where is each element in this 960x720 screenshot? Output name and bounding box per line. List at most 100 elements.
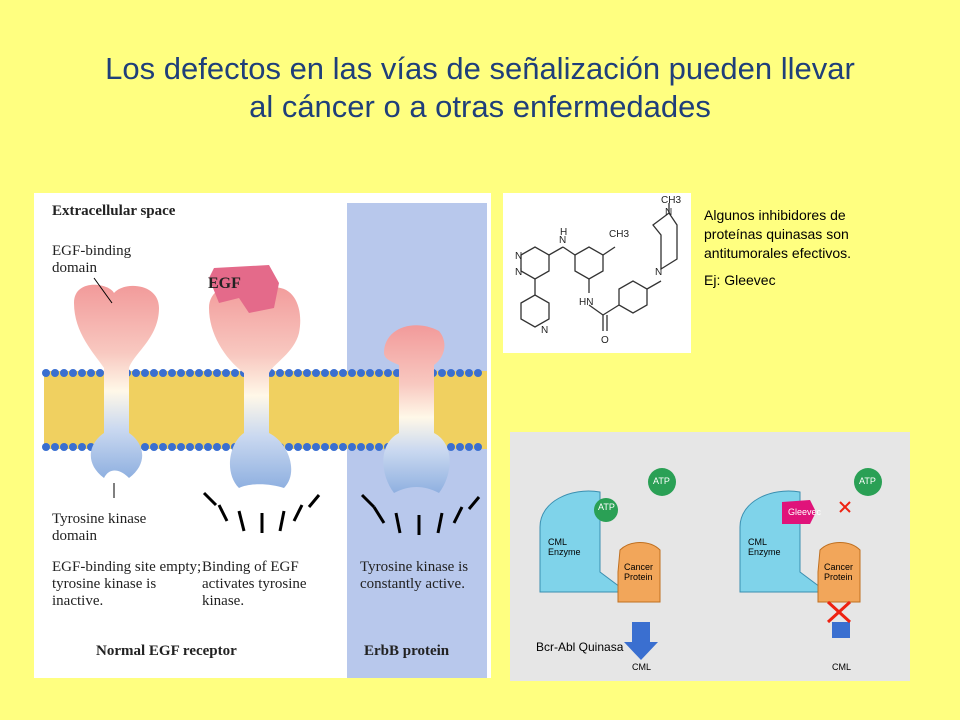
lipid-head [168,369,176,377]
lipid-head [465,443,473,451]
lipid-head [69,369,77,377]
atp-label-left-1: ATP [598,502,615,512]
lipid-head [222,369,230,377]
atom-nh: N [559,235,566,246]
lipid-head [366,443,374,451]
x-mark-right [826,600,852,624]
cancer-protein-label-right: Cancer Protein [824,562,854,582]
lipid-head [60,443,68,451]
lipid-head [60,369,68,377]
atom-n-pip-2: N [665,207,672,218]
label-egf: EGF [208,275,241,292]
lipid-head [51,443,59,451]
lipid-head [195,369,203,377]
egf-receptor-figure: Extracellular space EGF-binding domain E… [34,193,491,678]
title-line-2: al cáncer o a otras enfermedades [249,89,711,124]
lipid-head [384,369,392,377]
lipid-head [87,369,95,377]
lipid-head [321,369,329,377]
receptor-inactive [74,284,159,478]
lipid-head [474,369,482,377]
structure-drawing: N N N N H CH3 HN O N N CH3 [515,195,681,346]
lipid-head [456,443,464,451]
lipid-head [294,369,302,377]
lipid-head [78,443,86,451]
lipid-head [177,443,185,451]
footer-normal-egf: Normal EGF receptor [96,643,237,659]
lipid-head [150,443,158,451]
lipid-head [294,443,302,451]
lipid-head [456,369,464,377]
caption-inactive: EGF-binding site empty; tyrosine kinase … [52,559,202,609]
lipid-head [141,369,149,377]
gleevec-shape [782,500,816,524]
lipid-head [186,443,194,451]
atom-ch3-pip: CH3 [661,195,681,206]
activity-lines [202,491,481,535]
lipid-head [285,369,293,377]
atom-n-2: N [515,267,522,278]
cml-caption: Bcr-Abl Quinasa [536,640,624,654]
lipid-head [141,443,149,451]
atp-circle-left-1 [594,498,618,522]
lipid-head [195,443,203,451]
label-extracellular: Extracellular space [52,203,176,219]
lipid-head [312,369,320,377]
atp-circle-right [854,468,882,496]
title-line-1: Los defectos en las vías de señalización… [105,51,855,86]
cml-enzyme-label-left: CML Enzyme [548,537,581,557]
cancer-protein-left [617,542,661,603]
atom-ch3-top: CH3 [609,229,629,240]
cml-illustration [539,468,882,660]
side-text-para-1: Algunos inhibidores de proteínas quinasa… [704,207,852,261]
atom-h: H [560,227,567,238]
lipid-head [348,443,356,451]
lipid-head [438,369,446,377]
cml-output-left: CML [632,662,652,672]
lipid-head [366,369,374,377]
lipid-head [204,369,212,377]
lipid-head [42,369,50,377]
lipid-head [132,369,140,377]
cml-enzyme-label-right: CML Enzyme [748,537,781,557]
lipid-head [96,369,104,377]
lipid-head [357,369,365,377]
receptor-erbb [383,325,450,493]
lipid-head [222,443,230,451]
arrow-head-left [624,642,658,660]
lipid-head [303,369,311,377]
egf-ligand [209,265,279,313]
receptor-active [209,283,301,488]
lipid-head [357,443,365,451]
lipid-head [285,443,293,451]
x-mark-atp [839,501,851,513]
lipid-head [78,369,86,377]
lipid-head [375,369,383,377]
lipid-head [51,369,59,377]
atom-n-pip-1: N [655,267,662,278]
lipid-head [447,443,455,451]
cancer-protein-label-left: Cancer Protein [624,562,654,582]
label-egf-binding-domain: EGF-binding domain [52,243,132,276]
lipid-head [69,443,77,451]
footer-erbb: ErbB protein [364,643,450,659]
caption-binding: Binding of EGF activates tyrosine kinase… [202,559,307,609]
lipid-head [213,369,221,377]
side-text-para-2: Ej: Gleevec [704,272,776,288]
lipid-head [159,369,167,377]
cml-output-right: CML [832,662,852,672]
gleevec-structure: N N N N H CH3 HN O N N CH3 [503,193,691,353]
lipid-head [339,443,347,451]
lipid-head [330,443,338,451]
lipid-head [186,369,194,377]
lipid-head [465,369,473,377]
lipid-head [213,443,221,451]
cml-figure: ATP ATP ATP CML Enzyme CML Enzyme Cancer… [510,432,910,681]
egf-receptor-illustration [42,203,487,678]
slide-title: Los defectos en las vías de señalización… [0,50,960,126]
lipid-head [150,369,158,377]
lipid-head [312,443,320,451]
lipid-head [42,443,50,451]
cancer-protein-right [817,542,861,603]
atom-n-1: N [515,251,522,262]
